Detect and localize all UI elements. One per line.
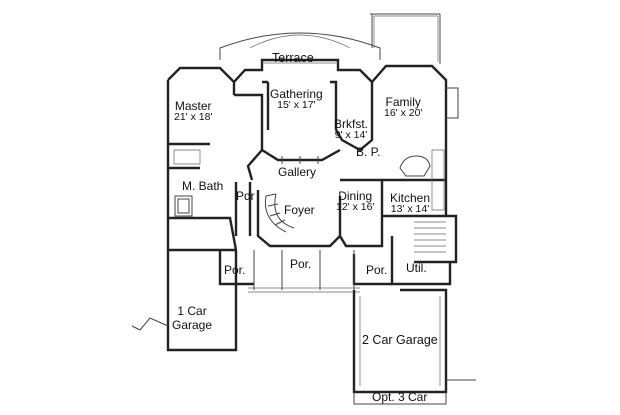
family-fireplace <box>446 87 459 119</box>
room-label-garage3: Opt. 3 Car <box>372 390 428 404</box>
porch-columns <box>253 250 355 290</box>
util-stair <box>414 221 446 253</box>
terrace-rail <box>370 13 441 64</box>
room-label-pdr: Pdr <box>236 189 255 203</box>
room-label-terrace: Terrace <box>272 51 314 65</box>
room-label-por-right: Por. <box>366 263 388 277</box>
porch-steps <box>248 287 360 293</box>
room-label-util: Util. <box>406 261 427 275</box>
terrace-rail-inner <box>373 15 439 62</box>
terrace-arc <box>249 34 351 49</box>
room-label-dining: Dining 12' x 16' <box>336 189 375 213</box>
room-label-garage1: 1 Car Garage <box>172 304 213 332</box>
room-label-por-left: Por. <box>224 263 246 277</box>
brkfst-wall <box>334 82 374 152</box>
mbath-vanity <box>173 149 201 165</box>
room-label-kitchen: Kitchen 13' x 14' <box>390 191 431 215</box>
room-label-family: Family 16' x 20' <box>384 95 423 119</box>
gathering-wall <box>233 58 373 83</box>
master-inner <box>234 93 264 150</box>
pdr-wall <box>234 182 252 236</box>
gallery-columns <box>281 156 319 164</box>
room-label-bp: B. P. <box>356 145 381 159</box>
garage2-door <box>359 296 441 386</box>
room-label-garage2: 2 Car Garage <box>362 333 438 347</box>
kitchen-counter <box>431 149 445 211</box>
foyer-wall <box>256 190 342 248</box>
dining-wall <box>338 178 384 248</box>
room-label-gathering: Gathering 15' x 17' <box>270 87 323 111</box>
terrace-outline <box>219 32 381 60</box>
room-label-foyer: Foyer <box>284 203 315 217</box>
foyer-stair <box>264 193 295 233</box>
kitchen-wall <box>382 178 458 264</box>
master-bay-wall <box>167 66 236 95</box>
family-bay <box>371 64 448 150</box>
room-label-brkfst: Brkfst. 9' x 14' <box>334 117 369 141</box>
room-label-gallery: Gallery <box>278 165 317 179</box>
garage3-bay <box>353 392 447 405</box>
kitchen-island <box>399 155 431 177</box>
util-wall <box>390 236 452 286</box>
room-label-master: Master 21' x 18' <box>174 99 213 123</box>
garage1-wall <box>166 250 238 352</box>
gathering-bay <box>262 80 338 130</box>
garage1-door <box>131 317 169 331</box>
room-label-mbath: M. Bath <box>182 179 224 193</box>
room-label-por-center: Por. <box>290 257 312 271</box>
mbath-tub <box>174 195 193 217</box>
mbath-wall <box>168 142 238 251</box>
